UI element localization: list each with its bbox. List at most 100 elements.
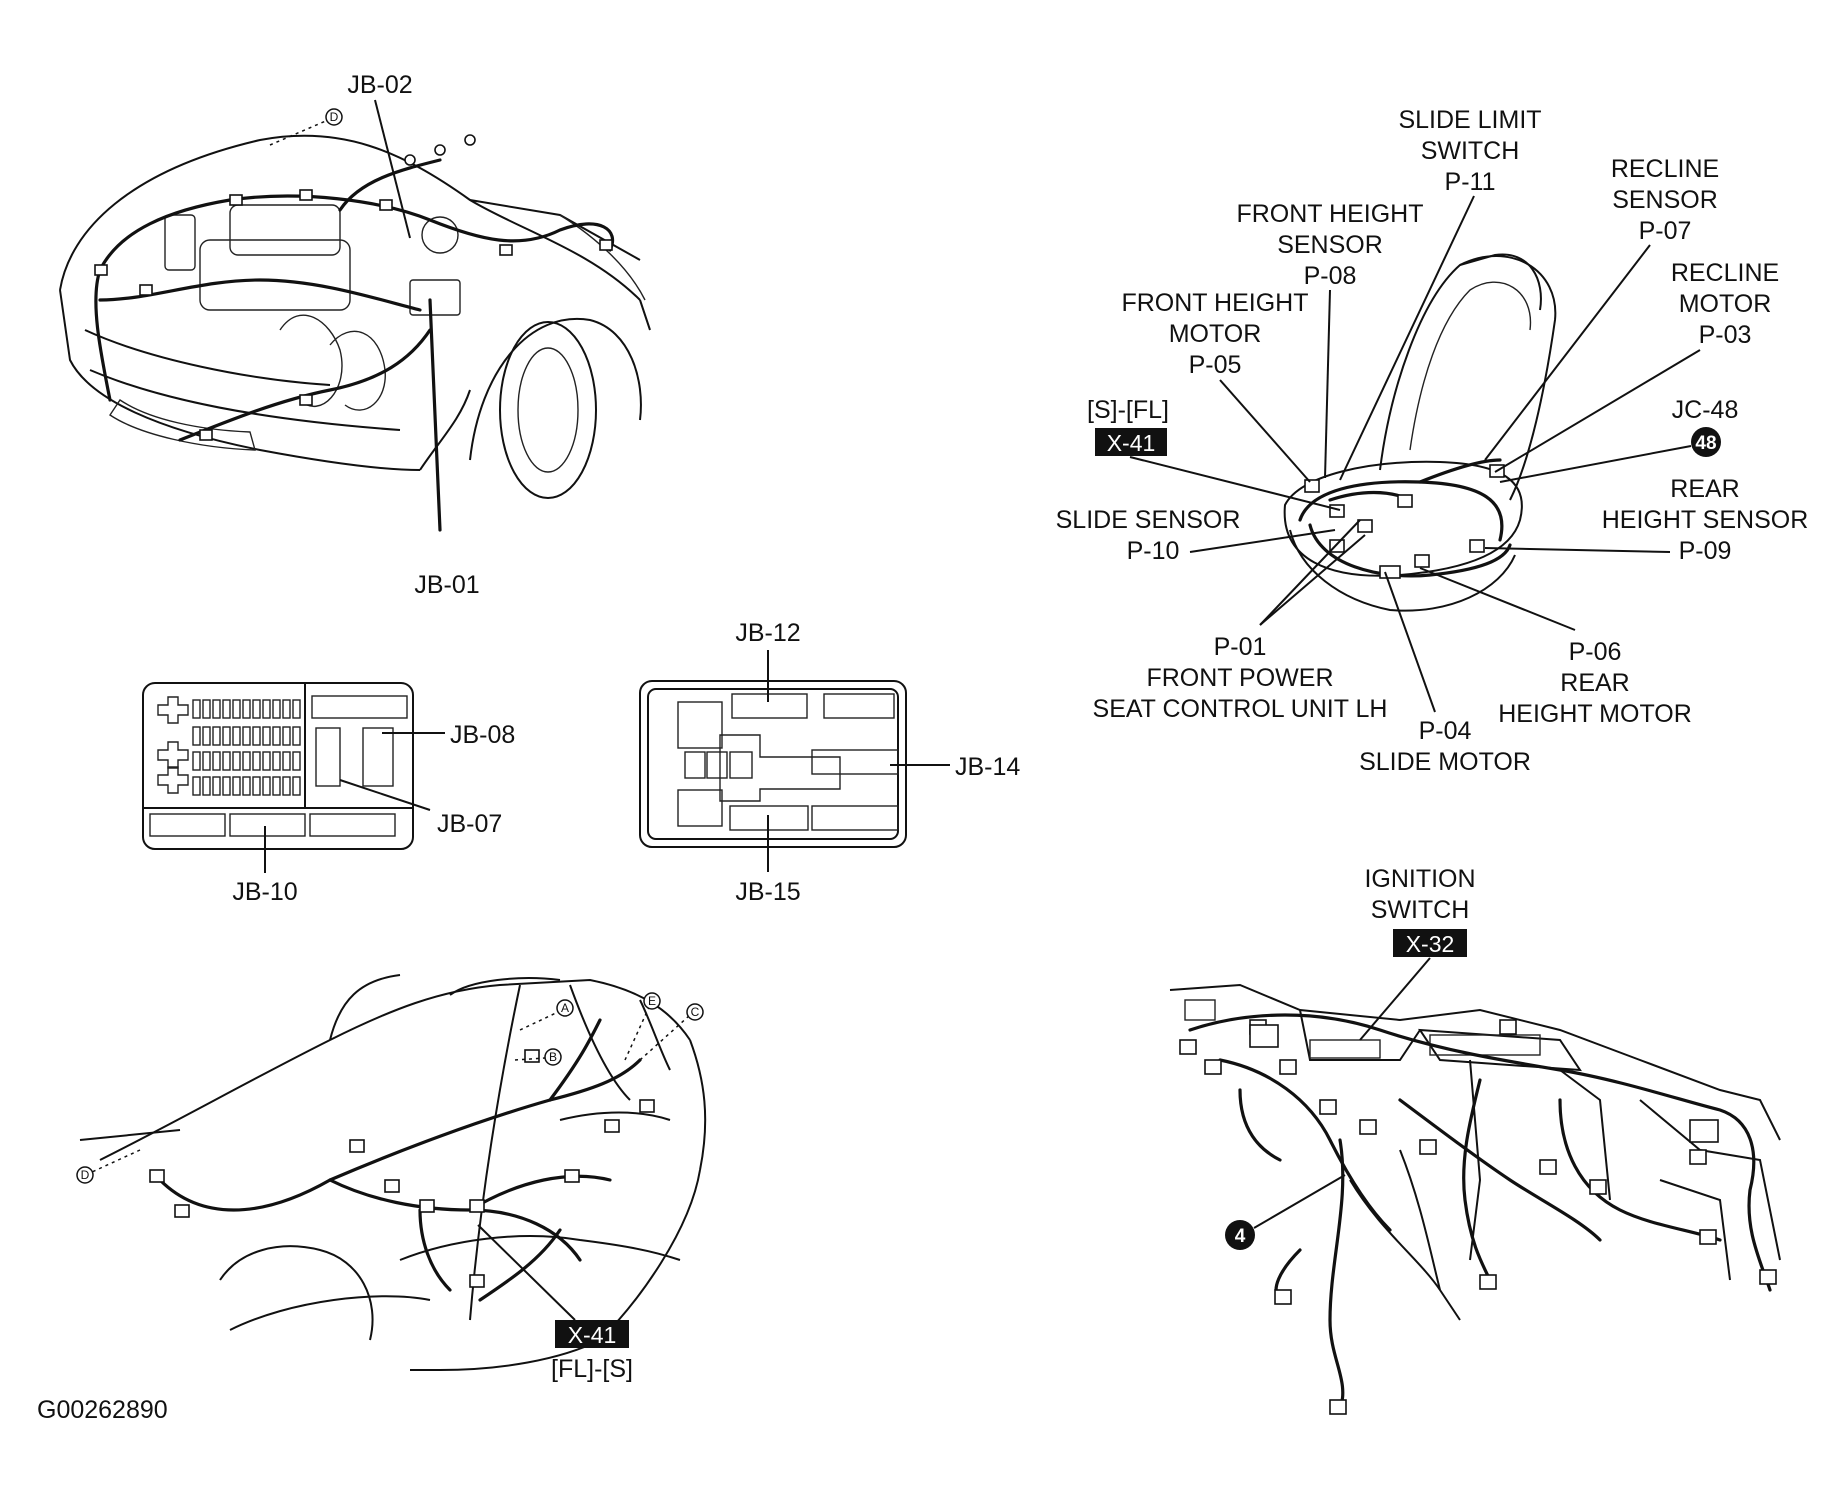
fuse-slot xyxy=(202,751,211,771)
seat-view: SLIDE LIMIT SWITCH P-11 RECLINE SENSOR P… xyxy=(1056,106,1809,776)
fl-s-label: [FL]-[S] xyxy=(551,1355,633,1383)
marker-d-body: D xyxy=(81,1168,90,1182)
x41-body-label: X-41 xyxy=(568,1322,617,1348)
fuse-slot xyxy=(252,726,261,746)
slide-motor-line2: SLIDE MOTOR xyxy=(1359,748,1531,776)
recline-motor-line1: RECLINE xyxy=(1671,259,1779,287)
fuse-slot xyxy=(222,699,231,719)
fuse-slot xyxy=(192,776,201,796)
fuse-slot xyxy=(212,726,221,746)
jb12-label: JB-12 xyxy=(735,619,800,647)
front-power-line3: SEAT CONTROL UNIT LH xyxy=(1093,695,1388,723)
fuse-slot xyxy=(262,776,271,796)
recline-motor-line2: MOTOR xyxy=(1679,290,1772,318)
fuse-slot xyxy=(252,699,261,719)
x32-label: X-32 xyxy=(1406,931,1455,957)
circle-4-label: 4 xyxy=(1235,1226,1246,1247)
fuse-slot xyxy=(232,751,241,771)
circle-4 xyxy=(1225,1220,1255,1250)
junction-block-left: JB-08 JB-07 JB-10 xyxy=(142,682,515,906)
fuse-slot xyxy=(282,751,291,771)
rear-height-sensor-line1: REAR xyxy=(1670,475,1739,503)
fuse-slot xyxy=(292,751,301,771)
marker-d: D xyxy=(330,110,339,124)
marker-e: E xyxy=(648,994,656,1008)
jc48-circle-label: 48 xyxy=(1695,433,1716,454)
recline-sensor-line1: RECLINE xyxy=(1611,155,1719,183)
x32-box xyxy=(1393,929,1467,957)
slide-limit-switch-line2: SWITCH xyxy=(1421,137,1520,165)
fuse-slot xyxy=(252,776,261,796)
slide-limit-switch-line1: SLIDE LIMIT xyxy=(1398,106,1541,134)
jb14-label: JB-14 xyxy=(955,753,1020,781)
slide-sensor-line1: SLIDE SENSOR xyxy=(1056,506,1241,534)
fuse-slot xyxy=(252,751,261,771)
engine-compartment-view: D JB-02 JB-01 xyxy=(59,71,651,599)
front-height-sensor-line2: SENSOR xyxy=(1277,231,1383,259)
fuse-slot xyxy=(292,726,301,746)
rear-height-motor-line2: REAR xyxy=(1560,669,1629,697)
recline-sensor-id: P-07 xyxy=(1639,217,1692,245)
fuse-slot xyxy=(262,699,271,719)
fuse-slot xyxy=(222,726,231,746)
rear-height-sensor-id: P-09 xyxy=(1679,537,1732,565)
marker-b: B xyxy=(549,1050,557,1064)
fuse-slot xyxy=(272,776,281,796)
front-height-sensor-line1: FRONT HEIGHT xyxy=(1236,200,1423,228)
slide-limit-switch-id: P-11 xyxy=(1445,168,1496,196)
fuse-slot xyxy=(212,699,221,719)
fuse-slot xyxy=(242,726,251,746)
fuse-slot xyxy=(232,726,241,746)
fuse-slot xyxy=(242,751,251,771)
figure-id: G00262890 xyxy=(37,1396,168,1424)
front-height-sensor-id: P-08 xyxy=(1304,262,1357,290)
marker-b-circle xyxy=(544,1048,562,1066)
x41-seat-label: X-41 xyxy=(1107,430,1156,456)
slide-motor-id: P-04 xyxy=(1419,717,1472,745)
fuse-slot xyxy=(202,726,211,746)
fuse-slot xyxy=(222,751,231,771)
fuse-slot xyxy=(232,699,241,719)
marker-d-body-circle xyxy=(76,1166,94,1184)
jb08-label: JB-08 xyxy=(450,721,515,749)
dash-harness-view: IGNITION SWITCH X-32 4 xyxy=(1169,865,1781,1415)
fuse-slot xyxy=(212,776,221,796)
fuse-slot xyxy=(282,776,291,796)
fuse-slot xyxy=(262,751,271,771)
marker-c-circle xyxy=(686,1003,704,1021)
jb10-label: JB-10 xyxy=(232,878,297,906)
s-fl-label: [S]-[FL] xyxy=(1087,396,1169,424)
jc48-label: JC-48 xyxy=(1672,396,1739,424)
fuse-slot xyxy=(292,699,301,719)
marker-c: C xyxy=(691,1005,700,1019)
fuse-slot xyxy=(212,751,221,771)
marker-d-circle xyxy=(325,108,343,126)
fuse-slot xyxy=(262,726,271,746)
rear-height-motor-line3: HEIGHT MOTOR xyxy=(1498,700,1692,728)
fuse-slot xyxy=(232,776,241,796)
jb01-label: JB-01 xyxy=(414,571,479,599)
fuse-slot xyxy=(242,776,251,796)
fuse-slot xyxy=(202,776,211,796)
fuse-slot xyxy=(192,726,201,746)
fuse-slot xyxy=(272,751,281,771)
front-height-motor-line1: FRONT HEIGHT xyxy=(1121,289,1308,317)
ignition-switch-line1: IGNITION xyxy=(1364,865,1475,893)
x41-box-seat xyxy=(1095,428,1167,456)
x41-box-body xyxy=(555,1320,629,1348)
front-power-line2: FRONT POWER xyxy=(1146,664,1333,692)
fuse-slot xyxy=(282,726,291,746)
front-power-id: P-01 xyxy=(1214,633,1267,661)
fuse-slot xyxy=(292,776,301,796)
marker-a: A xyxy=(561,1001,569,1015)
rear-height-sensor-line2: HEIGHT SENSOR xyxy=(1602,506,1809,534)
marker-a-circle xyxy=(556,999,574,1017)
fuse-slot xyxy=(282,699,291,719)
jb15-label: JB-15 xyxy=(735,878,800,906)
jb02-label: JB-02 xyxy=(347,71,412,99)
body-side-view: D A B C E X-41 [FL]-[S] xyxy=(76,974,707,1383)
ignition-switch-line2: SWITCH xyxy=(1371,896,1470,924)
fuse-slot xyxy=(242,699,251,719)
front-height-motor-line2: MOTOR xyxy=(1169,320,1262,348)
